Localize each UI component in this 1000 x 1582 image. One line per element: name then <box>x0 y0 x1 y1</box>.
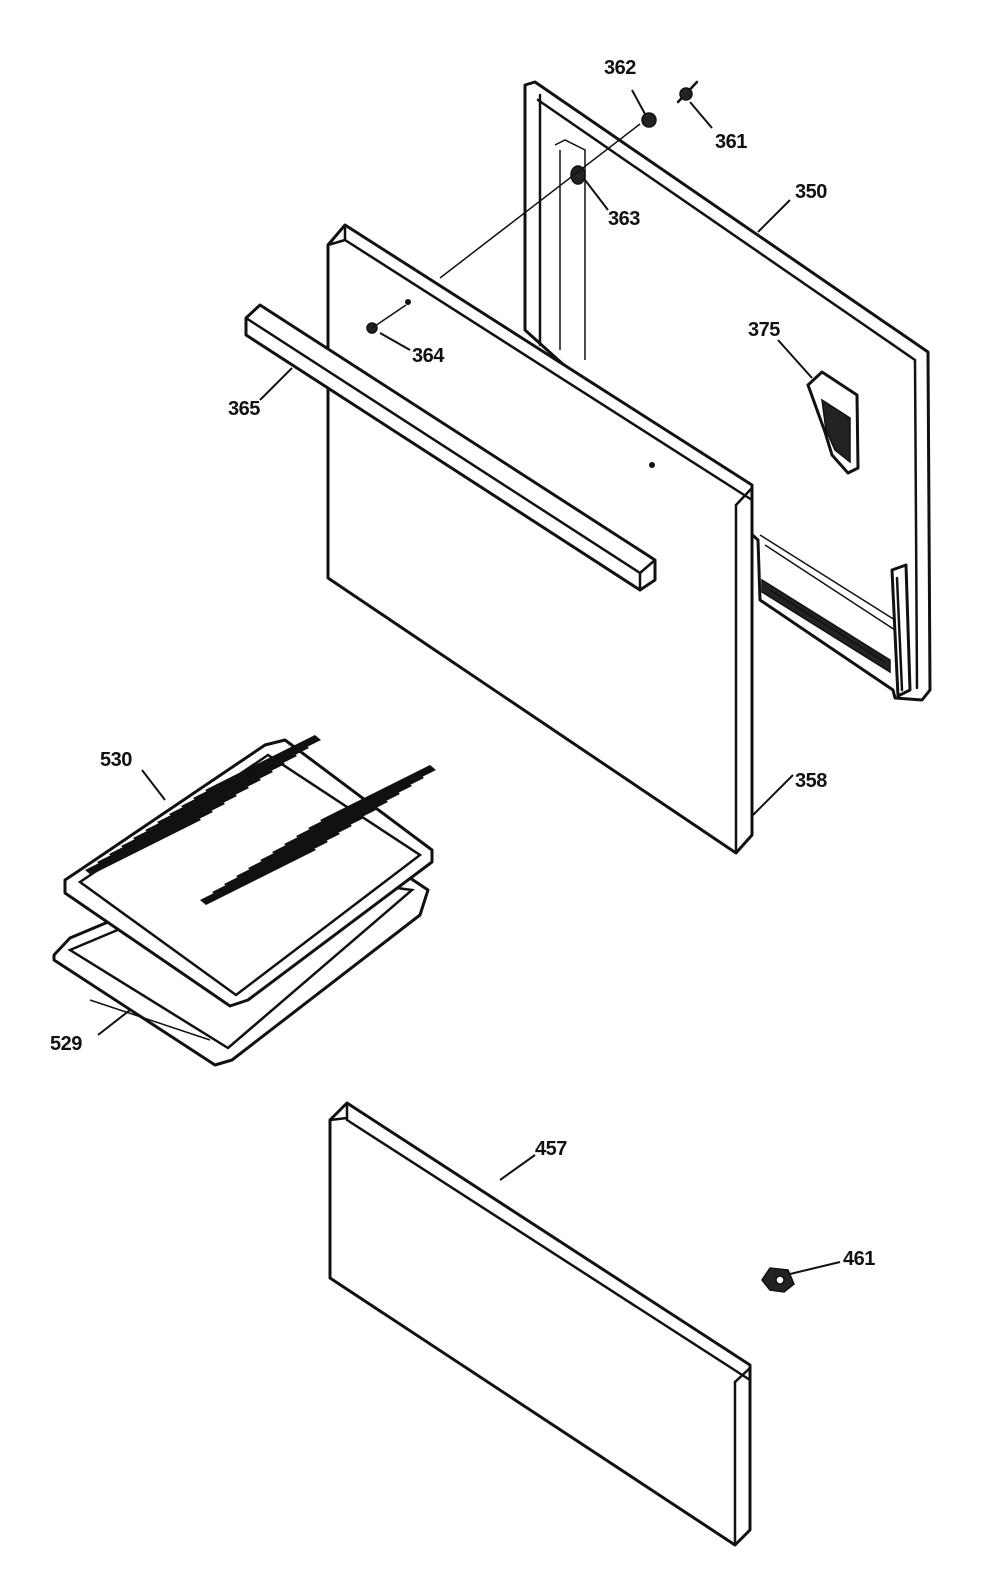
callout-461: 461 <box>843 1248 875 1270</box>
leader-lines <box>97 89 841 1275</box>
callout-361: 361 <box>715 131 747 153</box>
callout-375: 375 <box>748 319 780 341</box>
inner-door-panel-350 <box>523 80 932 702</box>
callout-363: 363 <box>608 208 640 230</box>
rack-slot <box>200 845 316 905</box>
callout-364: 364 <box>412 345 445 367</box>
drawer-front-457 <box>328 1101 752 1547</box>
callout-529: 529 <box>50 1033 82 1055</box>
screw-361 <box>676 80 699 104</box>
callout-358: 358 <box>795 770 827 792</box>
callout-350: 350 <box>795 181 827 203</box>
rack-slot <box>85 815 201 875</box>
callout-457: 457 <box>535 1138 567 1160</box>
latch-bracket-375 <box>806 370 860 475</box>
screw-364 <box>366 304 407 334</box>
washer-362 <box>641 112 657 128</box>
assembly-guide-line <box>439 123 641 279</box>
callout-530: 530 <box>100 749 132 771</box>
spacer-363 <box>570 165 586 185</box>
clip-461 <box>761 1267 795 1293</box>
door-handle-365 <box>244 303 657 592</box>
callout-362: 362 <box>604 57 636 79</box>
broiler-rack-530 <box>63 735 436 1008</box>
outer-door-panel-358 <box>326 223 754 855</box>
callout-365: 365 <box>228 398 260 420</box>
